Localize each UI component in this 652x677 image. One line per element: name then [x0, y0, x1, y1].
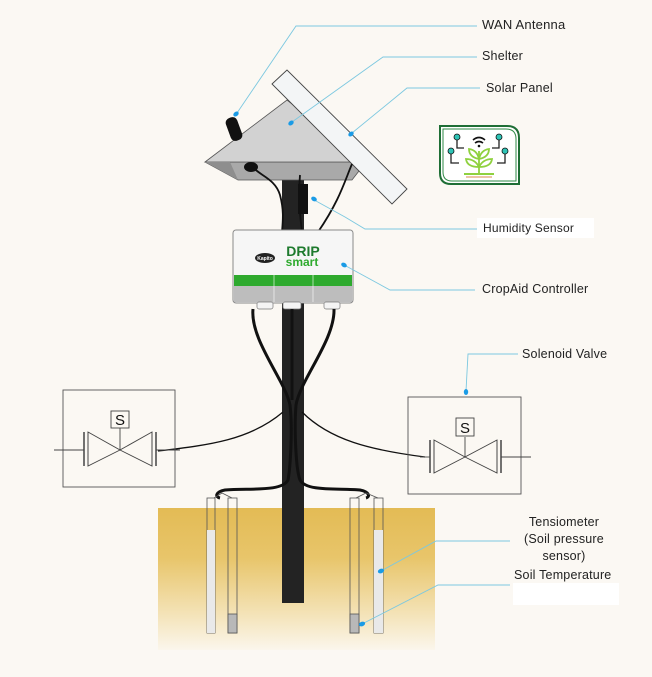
valve-symbol-right: S [460, 420, 470, 437]
label-tensiometer: Tensiometer (Soil pressure sensor) [512, 514, 628, 565]
soil-sensors-left [206, 492, 238, 634]
shelter-sensor-plug [244, 162, 258, 172]
label-tensiometer-line1: Tensiometer [528, 515, 600, 529]
label-tensiometer-line3: sensor) [542, 549, 586, 563]
controller-brand-top: DRIP [286, 243, 319, 259]
label-tensiometer-line2: (Soil pressure [524, 532, 604, 546]
controller-badge: Kapito [257, 256, 273, 262]
controller-brand-bottom: smart [286, 255, 319, 269]
wan-antenna [225, 117, 243, 141]
label-solar-panel: Solar Panel [486, 81, 553, 95]
solenoid-valve-left [54, 389, 180, 488]
humidity-sensor [298, 184, 308, 214]
smart-farming-plant-icon [439, 125, 520, 185]
soil-sensors-right [349, 492, 384, 634]
smart-farming-logo [437, 123, 521, 187]
label-wan-antenna: WAN Antenna [482, 17, 566, 32]
leader-markers [233, 111, 469, 627]
label-soil-temperature: Soil Temperature [514, 568, 612, 582]
valve-symbol-left: S [115, 412, 125, 429]
solenoid-valve-right [407, 396, 531, 495]
label-humidity-sensor: Humidity Sensor [477, 218, 595, 238]
leader-lines [236, 25, 518, 625]
label-shelter: Shelter [482, 49, 524, 63]
label-solenoid-valve: Solenoid Valve [522, 347, 608, 361]
controller-cables [215, 308, 370, 500]
soil-temperature-label-bg [513, 583, 619, 605]
label-cropaid-controller: CropAid Controller [482, 282, 589, 296]
cropaid-controller [232, 229, 354, 310]
